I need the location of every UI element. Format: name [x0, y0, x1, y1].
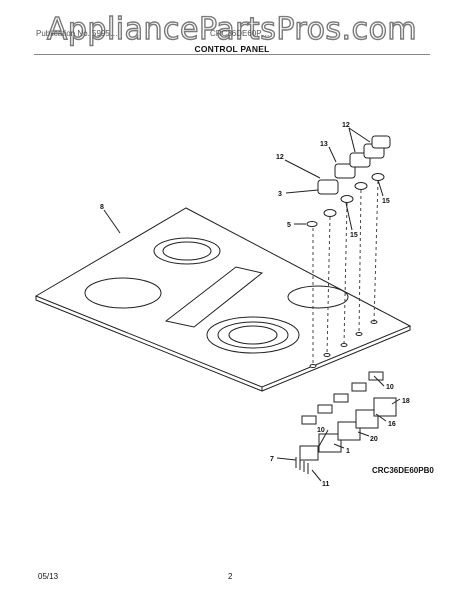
burner-rear-right	[287, 285, 349, 309]
infinite-switches	[299, 397, 397, 461]
model-header: CRC36DE60P…	[210, 29, 270, 38]
callout-1: 1	[346, 448, 350, 455]
callout-15-lower: 15	[350, 232, 358, 239]
footer-date: 05/13	[38, 572, 59, 581]
callout-12-left: 12	[276, 154, 284, 161]
alignment-lines	[312, 180, 379, 366]
callout-labels: 8 3 5 12 12 13 15 15 10 18 16 10 20 1 7 …	[100, 122, 410, 488]
callout-20: 20	[370, 436, 378, 443]
burner-front-left	[84, 277, 162, 309]
cooktop-panel	[34, 207, 412, 392]
burner-front-right	[206, 316, 300, 354]
callout-18: 18	[402, 398, 410, 405]
model-code: CRC36DE60PB0	[372, 466, 434, 475]
burner-rear-left	[153, 237, 221, 265]
page-number: 2	[228, 572, 233, 581]
callout-3: 3	[278, 191, 282, 198]
callout-8: 8	[100, 204, 104, 211]
callout-11: 11	[322, 481, 330, 488]
callout-10-upper: 10	[386, 384, 394, 391]
page-title: CONTROL PANEL	[194, 44, 270, 54]
callout-7: 7	[270, 456, 274, 463]
terminal-clips	[301, 371, 384, 425]
warming-zone	[164, 266, 264, 328]
callout-15-right: 15	[382, 198, 390, 205]
knob-bezels	[306, 173, 385, 227]
callout-5: 5	[287, 222, 291, 229]
wire-leads	[295, 457, 309, 474]
control-knobs	[317, 135, 391, 195]
callout-16: 16	[388, 421, 396, 428]
header-divider	[34, 54, 430, 55]
callout-13: 13	[320, 141, 328, 148]
callout-10-lower: 10	[317, 427, 325, 434]
publication-header: Publication No. 5995…	[36, 29, 118, 38]
callout-12-top: 12	[342, 122, 350, 129]
watermark: AppliancePartsPros.com	[46, 11, 418, 47]
callout-leaders	[103, 127, 401, 482]
